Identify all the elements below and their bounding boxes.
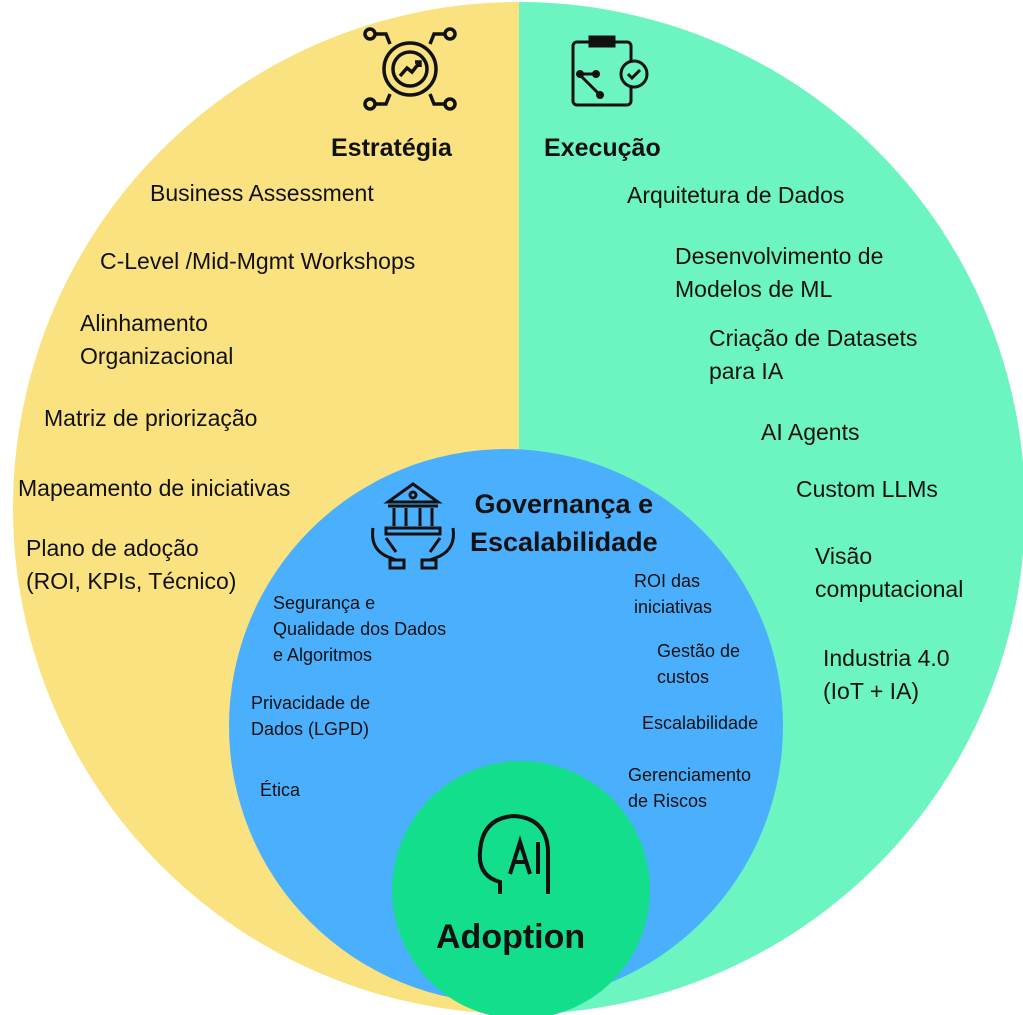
execucao-title: Execução: [544, 134, 661, 162]
governanca-item: Segurança e Qualidade dos Dados e Algori…: [273, 593, 447, 666]
governanca-item: ROI das iniciativas: [634, 571, 713, 618]
estrategia-item: Mapeamento de iniciativas: [18, 475, 291, 501]
governanca-item: Privacidade de Dados (LGPD): [251, 693, 371, 740]
gear-growth-icon: [363, 27, 457, 111]
estrategia-item: Business Assessment: [150, 180, 374, 206]
execucao-item: Arquitetura de Dados: [627, 182, 845, 208]
governanca-item: Gerenciamento de Riscos: [628, 765, 752, 812]
governanca-title: Governança e Escalabilidade: [470, 489, 658, 557]
estrategia-title: Estratégia: [331, 134, 452, 162]
execucao-item: Criação de Datasets para IA: [709, 325, 918, 385]
governanca-item: Ética: [260, 780, 301, 800]
clipboard-strategy-icon: [571, 35, 649, 107]
execucao-item: Desenvolvimento de Modelos de ML: [675, 243, 884, 303]
estrategia-item: Plano de adoção (ROI, KPIs, Técnico): [26, 535, 237, 595]
estrategia-item: Matriz de priorização: [44, 405, 258, 431]
execucao-item: Custom LLMs: [796, 476, 938, 502]
ai-head-icon: [477, 813, 550, 894]
estrategia-item: C-Level /Mid-Mgmt Workshops: [100, 248, 416, 274]
execucao-item: AI Agents: [761, 419, 860, 445]
execucao-item: Industria 4.0 (IoT + IA): [823, 645, 950, 705]
governanca-item: Escalabilidade: [642, 713, 759, 733]
adoption-title: Adoption: [436, 918, 586, 956]
governanca-item: Gestão de custos: [657, 641, 741, 688]
bank-hands-icon: [371, 482, 455, 570]
adoption-circle: [392, 761, 650, 1015]
estrategia-item: Alinhamento Organizacional: [80, 310, 234, 370]
execucao-item: Visão computacional: [815, 543, 964, 603]
